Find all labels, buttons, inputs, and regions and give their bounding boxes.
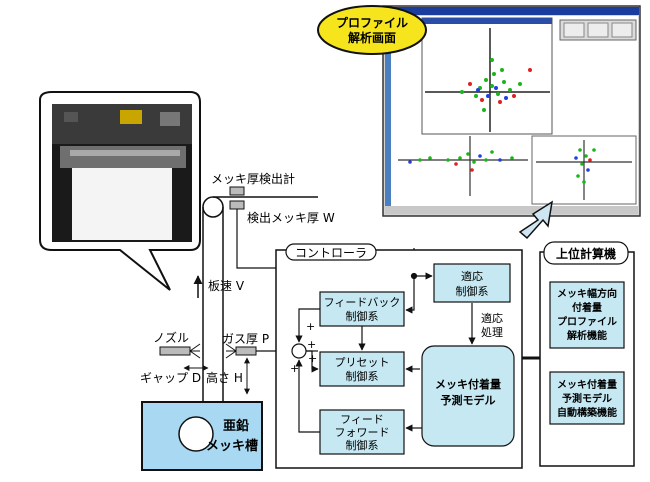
feedforward-control-box: フィード フォワード 制御系 bbox=[319, 409, 405, 455]
svg-text:メッキ幅方向: メッキ幅方向 bbox=[557, 287, 617, 300]
svg-text:適応: 適応 bbox=[461, 269, 483, 283]
svg-text:フィード: フィード bbox=[340, 413, 384, 426]
sensor-top bbox=[229, 186, 245, 196]
photo-callout bbox=[39, 91, 201, 291]
lower-right-plot-points bbox=[574, 148, 596, 184]
svg-text:フォワード: フォワード bbox=[335, 426, 390, 439]
sensor-title: メッキ厚検出計 bbox=[211, 171, 295, 186]
preset-control-box: プリセット 制御系 bbox=[319, 351, 405, 387]
controller-connections bbox=[295, 272, 540, 433]
controller-title: コントローラ bbox=[295, 246, 367, 260]
profile-analysis-function-box: メッキ幅方向 付着量 プロファイル 解析機能 bbox=[549, 281, 625, 349]
zinc-tank: 亜鉛 メッキ槽 bbox=[141, 401, 263, 471]
nozzle-right bbox=[235, 346, 257, 356]
svg-text:制御系: 制御系 bbox=[346, 309, 379, 323]
nozzle-label: ノズル bbox=[153, 330, 189, 345]
svg-text:メッキ付着量: メッキ付着量 bbox=[557, 378, 617, 391]
summing-junction bbox=[291, 343, 307, 359]
adaptive-process-line2: 処理 bbox=[481, 326, 503, 339]
strip-speed: 板速 V bbox=[208, 279, 245, 293]
host-to-screen-arrow bbox=[518, 200, 554, 240]
top-roll bbox=[202, 196, 224, 218]
svg-text:付着量: 付着量 bbox=[572, 301, 602, 314]
svg-text:プロファイル: プロファイル bbox=[557, 315, 617, 328]
svg-text:フィードバック: フィードバック bbox=[324, 296, 401, 309]
sign-3: + bbox=[308, 352, 317, 365]
adaptive-process-line1: 適応 bbox=[481, 311, 503, 325]
main-plot-points bbox=[460, 58, 532, 112]
adaptive-control-box: 適応 制御系 bbox=[433, 263, 511, 303]
sign-1: + bbox=[306, 320, 315, 333]
lower-left-plot-points bbox=[408, 150, 514, 172]
svg-text:メッキ付着量: メッキ付着量 bbox=[435, 377, 501, 391]
sign-4: + bbox=[290, 362, 299, 375]
svg-text:予測モデル: 予測モデル bbox=[562, 392, 612, 405]
tank-line2: メッキ槽 bbox=[206, 438, 258, 454]
sensor-bottom bbox=[229, 200, 245, 210]
host-title: 上位計算機 bbox=[556, 246, 616, 261]
sensor-detected: 検出メッキ厚 W bbox=[247, 211, 335, 225]
gap-label: ギャップ D bbox=[140, 371, 201, 385]
nozzle-left bbox=[159, 346, 191, 356]
strip-line bbox=[202, 196, 318, 434]
svg-text:解析機能: 解析機能 bbox=[567, 329, 607, 342]
svg-text:プリセット: プリセット bbox=[335, 356, 390, 369]
profile-badge-line1: プロファイル bbox=[336, 15, 408, 30]
profile-analysis-screenshot bbox=[382, 5, 641, 217]
height-label: 高さ H bbox=[206, 370, 243, 385]
prediction-model-box: メッキ付着量 予測モデル bbox=[421, 345, 515, 447]
gas-jet-lines bbox=[189, 343, 237, 359]
svg-text:制御系: 制御系 bbox=[346, 369, 379, 383]
profile-badge-line2: 解析画面 bbox=[348, 30, 396, 45]
model-building-function-box: メッキ付着量 予測モデル 自動構築機能 bbox=[549, 371, 625, 425]
feedback-control-box: フィードバック 制御系 bbox=[319, 291, 405, 327]
sink-roll bbox=[178, 416, 214, 452]
host-computer-panel: 上位計算機 bbox=[539, 241, 635, 467]
tank-line1: 亜鉛 bbox=[223, 418, 249, 434]
gas-pressure-label: ガス厚 P bbox=[222, 332, 269, 346]
svg-text:制御系: 制御系 bbox=[346, 438, 379, 452]
svg-text:予測モデル: 予測モデル bbox=[441, 393, 496, 407]
svg-text:自動構築機能: 自動構築機能 bbox=[557, 406, 617, 419]
sign-2: + bbox=[307, 338, 316, 351]
profile-badge: プロファイル 解析画面 bbox=[317, 5, 427, 55]
svg-text:制御系: 制御系 bbox=[456, 284, 489, 298]
